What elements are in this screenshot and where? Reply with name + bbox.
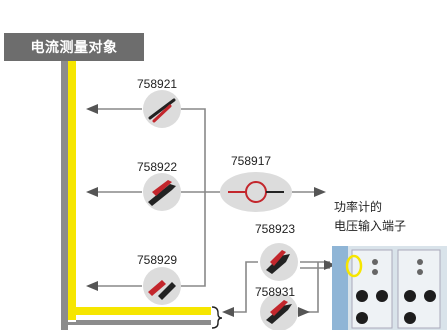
cable-icon xyxy=(220,172,292,212)
product-code-758923: 758923 xyxy=(255,222,296,236)
wire-yellow xyxy=(68,58,76,320)
arrow-758929 xyxy=(86,281,98,291)
wire-gray-corner xyxy=(61,322,76,325)
icon-758931 xyxy=(260,293,298,330)
wire-yellow-bottom xyxy=(68,307,211,315)
icon-758917 xyxy=(220,172,292,212)
product-code-758929: 758929 xyxy=(137,253,178,267)
connector-lines xyxy=(96,108,330,313)
line-758931-up xyxy=(300,262,319,313)
product-code-758931: 758931 xyxy=(255,285,296,299)
icon-758922 xyxy=(143,173,181,211)
product-code-758922: 758922 xyxy=(137,160,178,174)
meter-label-line2: 电压输入端子 xyxy=(334,219,407,233)
arrow-758921 xyxy=(86,104,98,114)
wire-gray-bottom xyxy=(76,320,211,325)
arrow-to-meter xyxy=(314,187,326,197)
arrowheads xyxy=(86,104,336,317)
icon-758921 xyxy=(143,90,181,128)
arrow-758931-left xyxy=(222,307,234,317)
meter-label-line1: 功率计的 xyxy=(334,200,383,214)
product-code-758917: 758917 xyxy=(231,154,272,168)
bundle-brace xyxy=(211,306,223,329)
bracket-right xyxy=(181,108,206,287)
input-terminal-highlight xyxy=(345,254,363,278)
lower-left-line xyxy=(232,261,258,313)
icon-758923 xyxy=(260,243,298,281)
icon-758929 xyxy=(143,267,181,305)
measurement-target-title: 电流测量对象 xyxy=(4,33,144,61)
arrow-758931-right xyxy=(298,307,310,317)
wire-bundle xyxy=(61,58,223,330)
product-code-758921: 758921 xyxy=(137,77,178,91)
arrow-758922 xyxy=(86,187,98,197)
meter-panel xyxy=(332,246,447,330)
wire-gray-left xyxy=(61,58,68,330)
arrow-758923-to-meter xyxy=(324,260,336,270)
